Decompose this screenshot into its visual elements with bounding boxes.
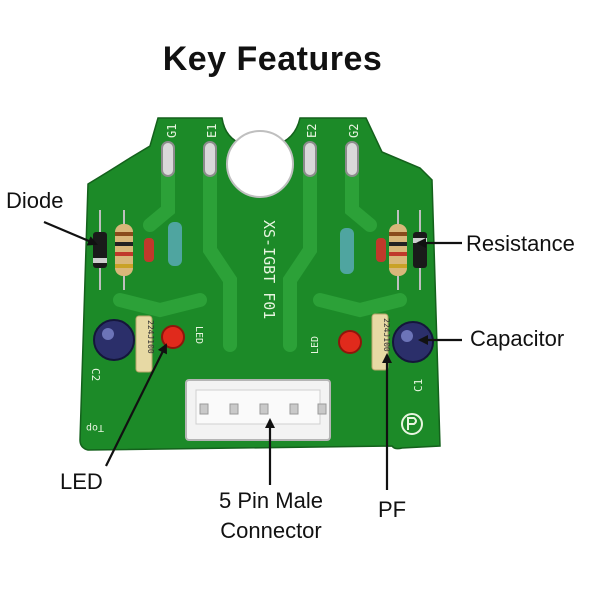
silk-label-e1: E1 bbox=[205, 124, 219, 138]
terminal-slots bbox=[161, 141, 359, 177]
resistor-component-teal-right bbox=[340, 228, 354, 274]
callout-led: LED bbox=[60, 469, 103, 494]
callout-pf: PF bbox=[378, 497, 407, 522]
silk-c1: C1 bbox=[412, 379, 425, 392]
film-cap-value-left: 224J100 bbox=[146, 320, 155, 354]
silk-led-right: LED bbox=[310, 336, 321, 354]
resistor-component-teal-left bbox=[168, 222, 182, 266]
silk-label-e2: E2 bbox=[305, 124, 319, 138]
resistor-component-left bbox=[115, 210, 133, 290]
small-diode-left bbox=[144, 238, 154, 262]
callout-connector-line1: 5 Pin Male bbox=[219, 488, 323, 513]
silk-c2: C2 bbox=[89, 368, 102, 381]
mounting-hole bbox=[226, 130, 294, 198]
led-component-right bbox=[338, 330, 362, 354]
callout-connector: 5 Pin Male Connector bbox=[206, 486, 336, 546]
electrolytic-capacitor-right bbox=[392, 321, 434, 363]
film-capacitor-right: 224J100 bbox=[371, 313, 391, 371]
callout-connector-line2: Connector bbox=[220, 518, 322, 543]
callout-diode: Diode bbox=[6, 188, 64, 213]
led-component-left bbox=[161, 325, 185, 349]
silk-label-g1: G1 bbox=[165, 124, 179, 138]
resistor-component-right bbox=[389, 210, 407, 290]
led-arrow bbox=[105, 343, 167, 467]
silk-label-g2: G2 bbox=[347, 124, 361, 138]
electrolytic-capacitor-left bbox=[93, 319, 135, 361]
board-logo bbox=[401, 413, 423, 435]
five-pin-connector bbox=[185, 379, 331, 441]
copper-traces bbox=[113, 163, 407, 352]
silk-model-label: XS-IGBT F01 bbox=[260, 220, 278, 319]
callout-resistance: Resistance bbox=[466, 231, 575, 256]
diode-arrow bbox=[43, 220, 98, 246]
small-diode-right bbox=[376, 238, 386, 262]
silk-led-left: LED bbox=[193, 326, 204, 344]
silk-top-mark: Top bbox=[86, 422, 104, 433]
film-capacitor-left: 224J100 bbox=[135, 315, 155, 373]
film-cap-value-right: 224J100 bbox=[382, 318, 391, 352]
page-title: Key Features bbox=[162, 40, 383, 78]
callout-capacitor: Capacitor bbox=[470, 326, 565, 351]
